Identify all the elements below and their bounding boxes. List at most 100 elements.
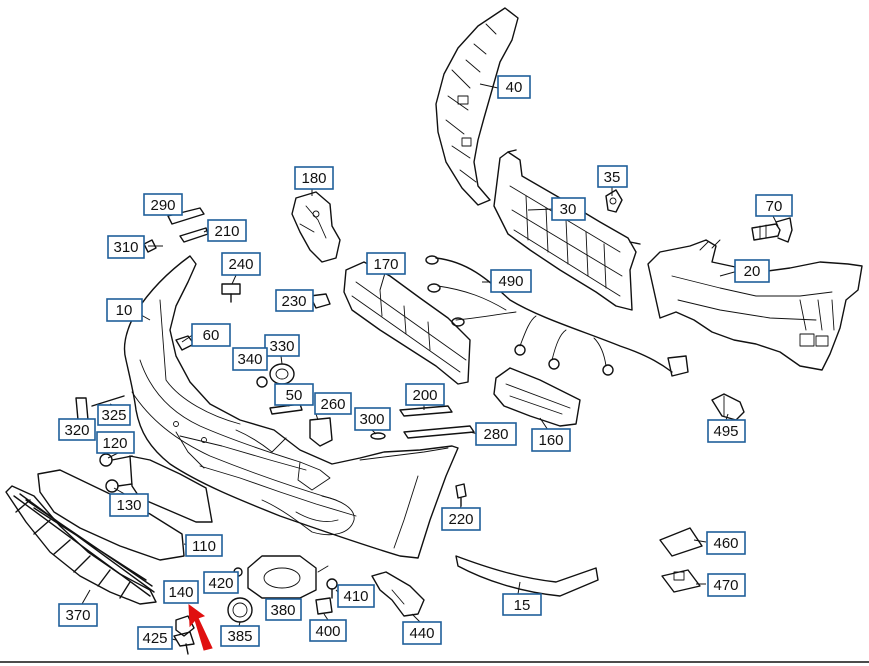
part-440-bracket [371,571,425,617]
svg-text:240: 240 [228,256,253,273]
callout-230: 230 [275,289,314,312]
svg-text:330: 330 [269,338,294,355]
part-460-clip [659,527,703,557]
svg-text:385: 385 [227,628,252,645]
svg-text:440: 440 [409,625,434,642]
svg-text:420: 420 [208,575,233,592]
callout-340: 340 [232,347,268,371]
svg-text:50: 50 [286,387,303,404]
part-200-strip [399,405,453,417]
part-495-pin [711,393,745,421]
svg-text:120: 120 [102,435,127,452]
callout-10: 10 [106,298,143,322]
svg-text:460: 460 [713,535,738,552]
callout-280: 280 [475,422,517,446]
svg-text:70: 70 [766,198,783,215]
part-490-harness [425,255,689,377]
callout-220: 220 [441,507,481,531]
callout-130: 130 [109,493,149,517]
svg-text:60: 60 [203,327,220,344]
callout-170: 170 [366,252,406,275]
callout-50: 50 [274,383,314,406]
svg-text:380: 380 [270,602,295,619]
part-drawings [5,7,863,655]
svg-text:140: 140 [168,584,193,601]
callout-325: 325 [97,404,131,426]
part-240-bolt [221,283,241,303]
svg-text:410: 410 [343,588,368,605]
part-10-bumper-cover [123,255,459,559]
part-120-screw [99,453,133,467]
callout-240: 240 [221,252,261,276]
svg-text:15: 15 [514,597,531,614]
svg-text:40: 40 [506,79,523,96]
callout-200: 200 [405,383,445,406]
part-130-screw [105,479,133,493]
svg-text:400: 400 [315,623,340,640]
svg-text:170: 170 [373,256,398,273]
part-310-clip [143,239,157,253]
callout-60: 60 [191,323,231,347]
part-70-pin [751,217,793,243]
part-300-clip [370,432,386,440]
callout-470: 470 [707,573,746,597]
part-15-strip [455,555,599,597]
svg-text:325: 325 [101,407,126,424]
svg-text:220: 220 [448,511,473,528]
svg-text:110: 110 [192,538,216,555]
part-280-strip [403,425,475,439]
svg-text:230: 230 [281,293,306,310]
callout-210: 210 [207,219,247,242]
callout-110: 110 [185,534,223,557]
callout-385: 385 [220,625,260,647]
part-340-ring [256,376,268,388]
part-385-ring [227,597,253,623]
callout-180: 180 [294,166,334,190]
part-320-bracket [75,397,89,421]
part-410-bolt [326,578,338,599]
callout-260: 260 [314,392,352,415]
svg-text:200: 200 [412,387,437,404]
part-lower-spoiler [37,469,185,561]
svg-text:280: 280 [483,426,508,443]
svg-text:320: 320 [64,422,89,439]
svg-text:300: 300 [359,411,384,428]
callout-310: 310 [107,235,145,259]
part-425-clip [173,631,195,655]
part-230-clip [309,293,331,309]
callout-160: 160 [531,428,571,452]
svg-text:470: 470 [713,577,738,594]
part-30-absorber [493,149,641,311]
svg-text:20: 20 [744,263,761,280]
callout-410: 410 [337,584,375,608]
svg-text:130: 130 [116,497,141,514]
svg-text:290: 290 [150,197,175,214]
callout-370: 370 [58,603,98,627]
part-400-clip [315,597,333,615]
highlight-arrow-icon [188,603,213,651]
svg-text:10: 10 [116,302,133,319]
callout-35: 35 [597,165,628,188]
callout-460: 460 [706,531,746,555]
callout-120: 120 [96,431,135,454]
part-220-screw [455,483,467,507]
callout-30: 30 [551,197,586,221]
svg-text:495: 495 [713,423,738,440]
callout-490: 490 [490,269,532,293]
svg-text:490: 490 [498,273,523,290]
svg-text:370: 370 [65,607,90,624]
svg-text:210: 210 [214,223,239,240]
part-40-bracket [435,7,519,206]
part-35-clip [605,189,623,213]
callout-380: 380 [265,598,302,621]
part-470-clip [661,569,701,593]
part-380-bezel [247,555,329,599]
svg-text:340: 340 [237,351,262,368]
callout-140: 140 [163,580,199,604]
callout-400: 400 [309,619,347,642]
callout-420: 420 [203,571,239,594]
svg-text:260: 260 [320,396,345,413]
svg-text:310: 310 [113,239,138,256]
callout-15: 15 [502,593,542,616]
